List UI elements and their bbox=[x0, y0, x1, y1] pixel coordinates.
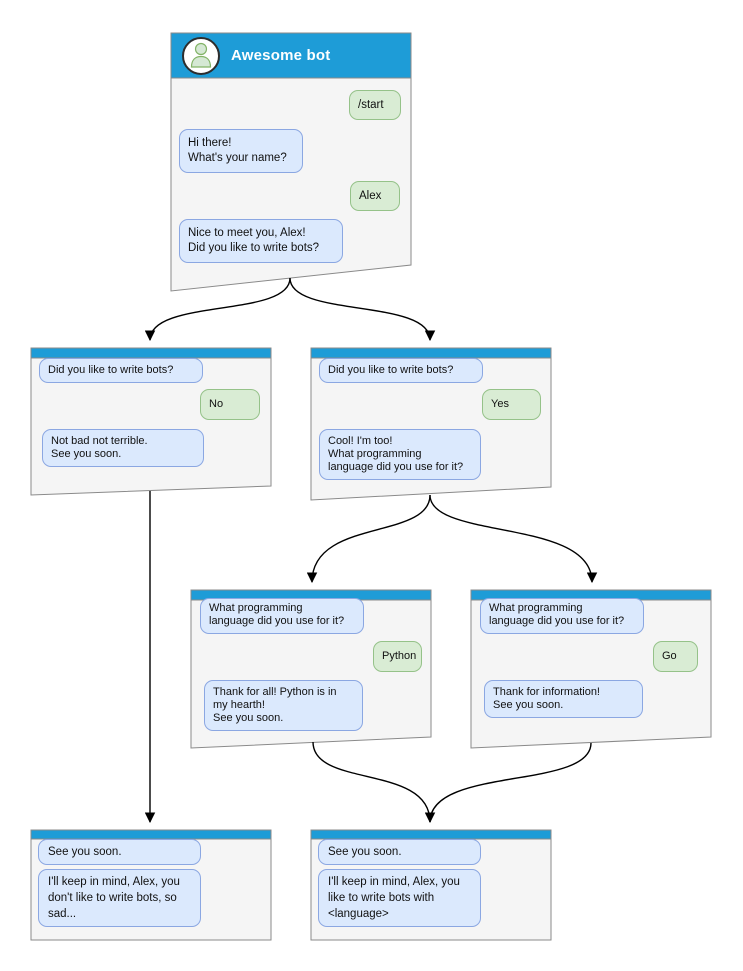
bot-message-bubble: I'll keep in mind, Alex, you don't like … bbox=[38, 869, 201, 927]
user-message-bubble: Alex bbox=[350, 181, 400, 211]
bot-message-bubble: See you soon. bbox=[318, 839, 481, 865]
bot-message-bubble: Cool! I'm too! What programming language… bbox=[319, 429, 481, 480]
edge-python-to-end-yes bbox=[312, 741, 436, 824]
edge-main-to-yes-branch bbox=[289, 277, 436, 342]
user-message-bubble: Go bbox=[653, 641, 698, 672]
bot-message-bubble: Not bad not terrible. See you soon. bbox=[42, 429, 204, 467]
edge-go-to-end-yes bbox=[429, 742, 592, 823]
bot-message-bubble: Did you like to write bots? bbox=[319, 358, 483, 383]
user-message-bubble: Python bbox=[373, 641, 422, 672]
person-icon bbox=[190, 42, 212, 68]
bot-window-title: Awesome bot bbox=[231, 47, 331, 64]
bot-message-bubble: Thank for information! See you soon. bbox=[484, 680, 643, 718]
user-message-bubble: /start bbox=[349, 90, 401, 120]
bot-message-bubble: What programming language did you use fo… bbox=[200, 598, 364, 634]
bot-message-bubble: See you soon. bbox=[38, 839, 201, 865]
edge-yes-to-python bbox=[306, 494, 431, 584]
bot-avatar bbox=[182, 37, 220, 75]
user-message-bubble: Yes bbox=[482, 389, 541, 420]
bot-message-bubble: Did you like to write bots? bbox=[39, 358, 203, 383]
bot-message-bubble: Hi there! What's your name? bbox=[179, 129, 303, 173]
bot-message-bubble: Thank for all! Python is in my hearth! S… bbox=[204, 680, 363, 731]
edge-main-to-no-branch bbox=[144, 277, 291, 342]
bot-message-bubble: I'll keep in mind, Alex, you like to wri… bbox=[318, 869, 481, 927]
user-message-bubble: No bbox=[200, 389, 260, 420]
bot-message-bubble: What programming language did you use fo… bbox=[480, 598, 644, 634]
bot-message-bubble: Nice to meet you, Alex! Did you like to … bbox=[179, 219, 343, 263]
edge-yes-to-go bbox=[429, 494, 598, 584]
